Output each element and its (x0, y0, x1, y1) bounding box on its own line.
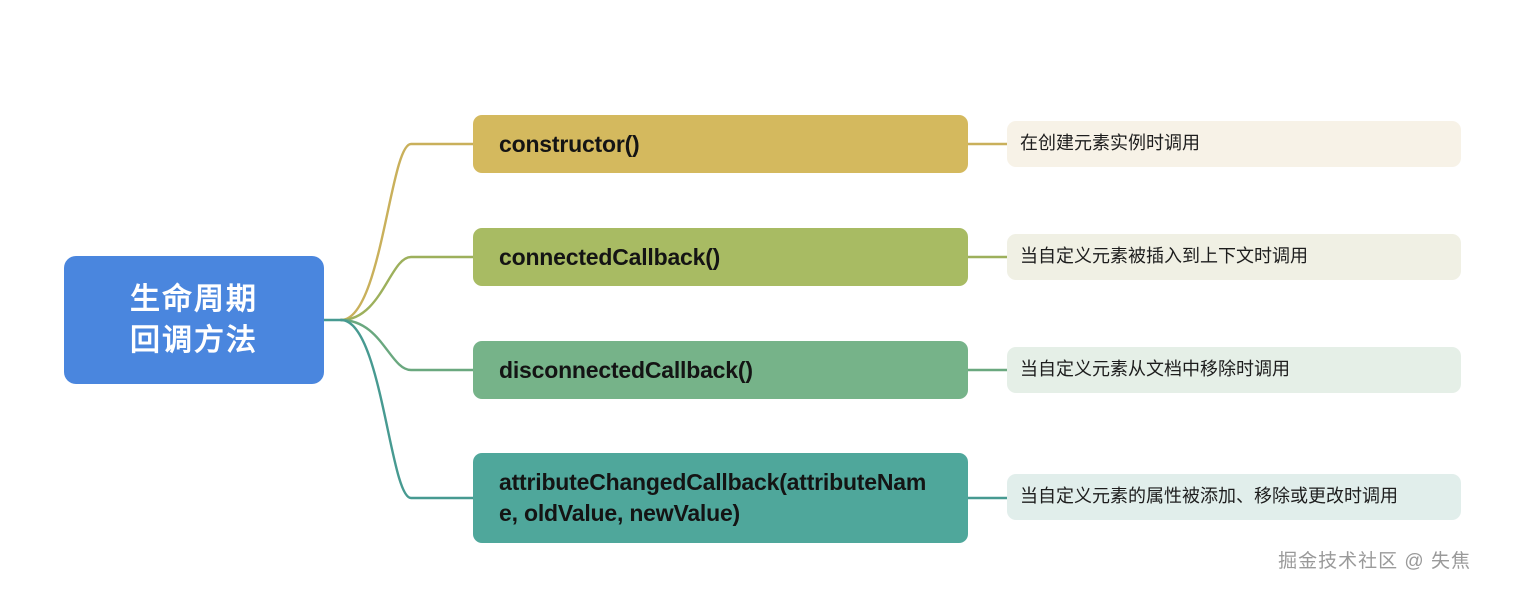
description-pill-label: 当自定义元素从文档中移除时调用 (1020, 359, 1290, 380)
watermark: 掘金技术社区 @ 失焦 (1278, 551, 1471, 572)
description-pill-label: 在创建元素实例时调用 (1020, 133, 1200, 154)
method-node-label: attributeChangedCallback(attributeName, … (499, 469, 927, 526)
description-pill-constructor[interactable]: 在创建元素实例时调用 (1007, 121, 1461, 167)
root-node[interactable]: 生命周期 回调方法 (64, 256, 324, 384)
method-node-label: connectedCallback() (499, 243, 721, 270)
description-pill-attribute-changed-callback[interactable]: 当自定义元素的属性被添加、移除或更改时调用 (1007, 474, 1461, 520)
description-pill-label: 当自定义元素的属性被添加、移除或更改时调用 (1020, 486, 1398, 507)
root-node-line-1: 生命周期 (130, 282, 258, 316)
method-node-disconnected-callback[interactable]: disconnectedCallback() (473, 341, 968, 399)
method-node-label: disconnectedCallback() (499, 356, 753, 383)
method-node-attribute-changed-callback[interactable]: attributeChangedCallback(attributeName, … (473, 453, 968, 543)
root-node-line-2: 回调方法 (130, 324, 258, 357)
method-node-constructor[interactable]: constructor() (473, 115, 968, 173)
description-pill-label: 当自定义元素被插入到上下文时调用 (1020, 246, 1308, 267)
description-pill-connected-callback[interactable]: 当自定义元素被插入到上下文时调用 (1007, 234, 1461, 280)
method-node-label: constructor() (499, 130, 640, 157)
method-node-connected-callback[interactable]: connectedCallback() (473, 228, 968, 286)
description-pill-disconnected-callback[interactable]: 当自定义元素从文档中移除时调用 (1007, 347, 1461, 393)
